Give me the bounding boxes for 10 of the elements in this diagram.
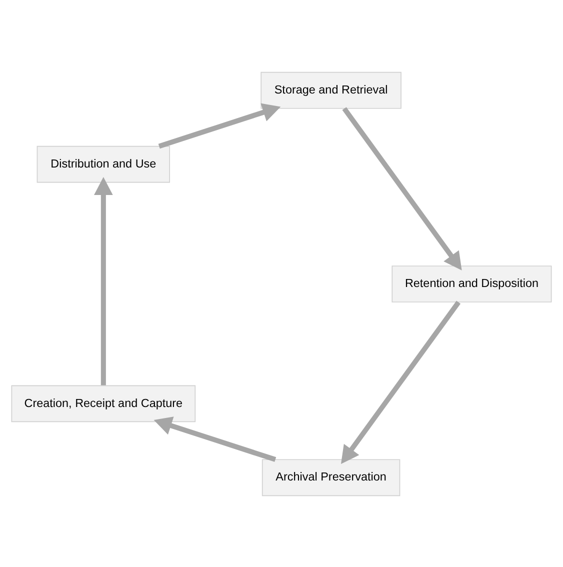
arrow xyxy=(94,176,113,385)
node-box: Creation, Receipt and Capture xyxy=(11,384,196,422)
node-box: Retention and Disposition xyxy=(392,265,552,302)
arrow xyxy=(154,416,276,462)
node-box: Storage and Retrieval xyxy=(260,71,402,108)
arrow xyxy=(342,106,462,270)
arrow xyxy=(340,300,461,464)
arrow xyxy=(158,102,281,148)
node-box: Archival Preservation xyxy=(262,458,400,496)
node-box: Distribution and Use xyxy=(36,145,170,182)
